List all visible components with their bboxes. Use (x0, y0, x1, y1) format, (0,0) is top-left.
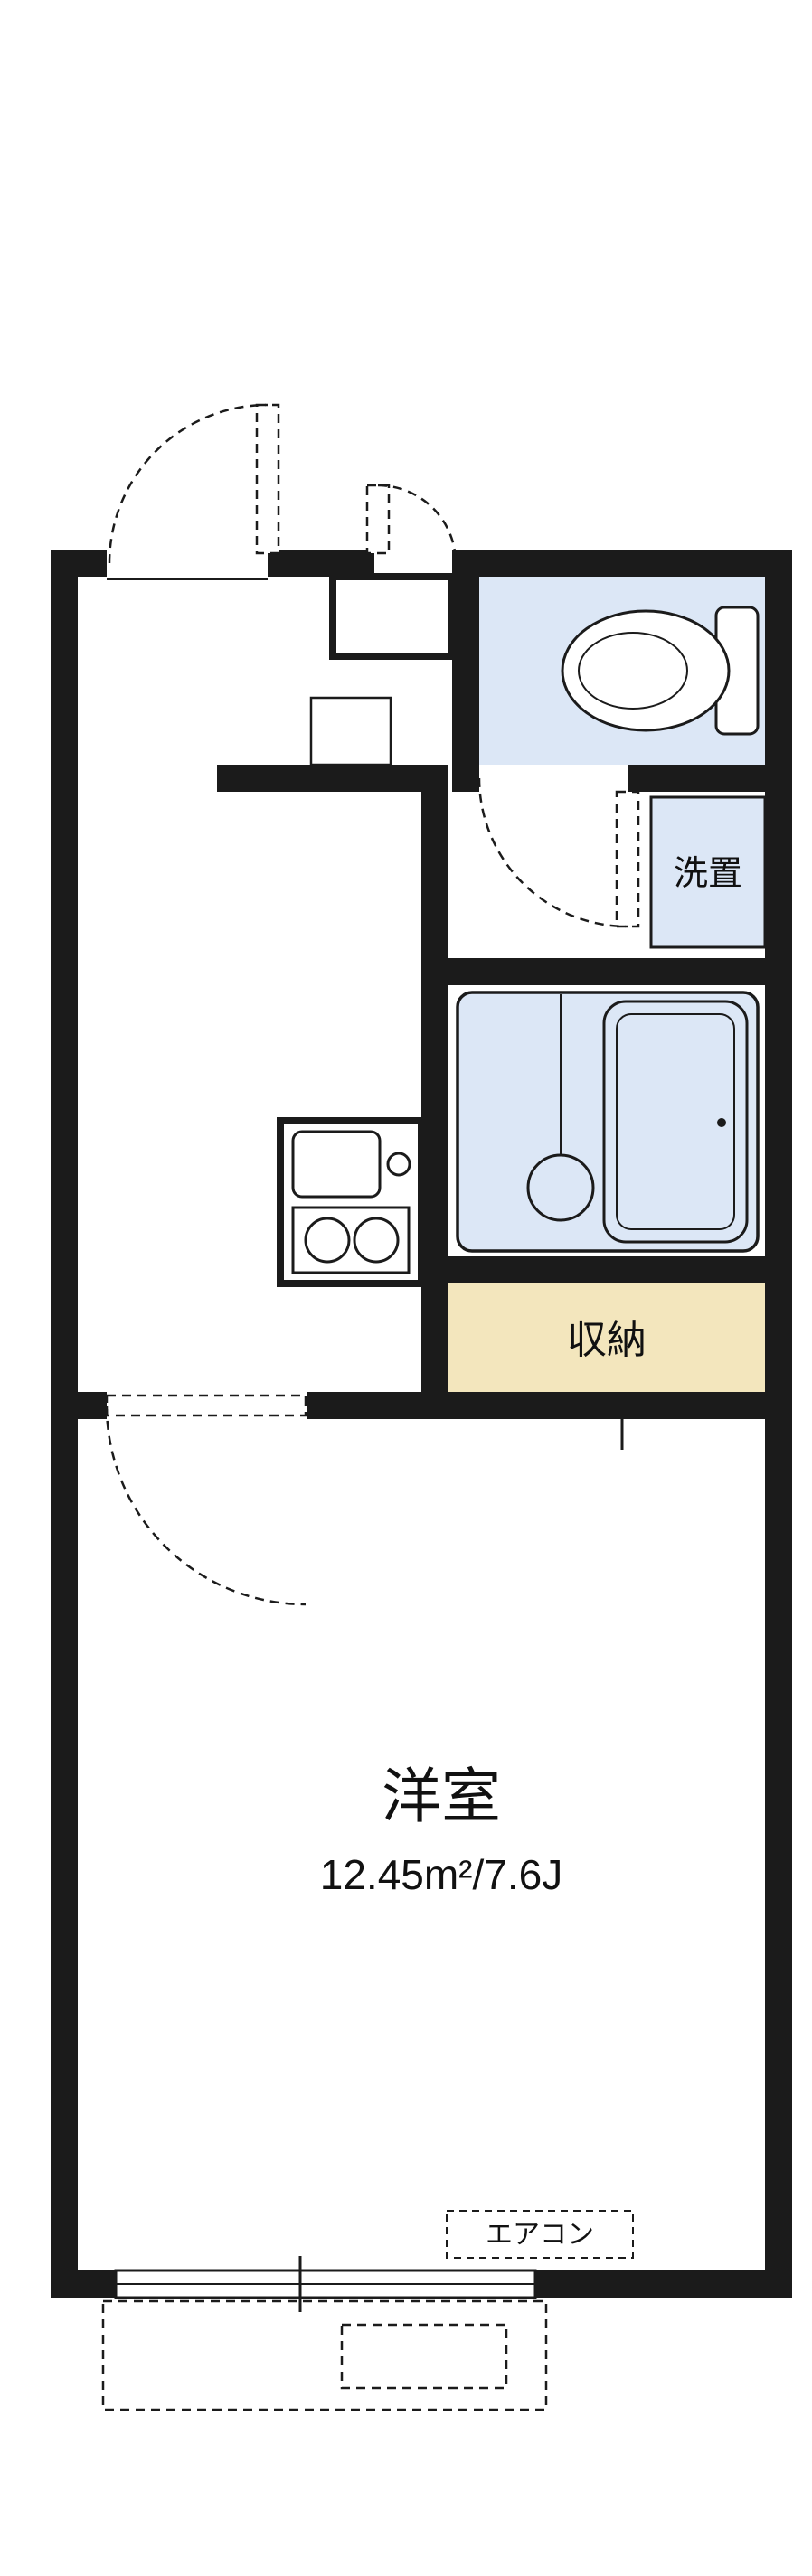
toilet-icon (561, 606, 760, 736)
aircon: エアコン (446, 2210, 634, 2259)
kitchen-unit (277, 1117, 425, 1287)
wall-right (765, 550, 792, 2298)
wall-segment (448, 958, 792, 985)
entrance-door-leaf (255, 403, 280, 555)
entry-tile (309, 696, 392, 766)
second-door-leaf (365, 484, 391, 555)
wall-segment (78, 1392, 107, 1419)
room-door-leaf (105, 1394, 307, 1417)
shoe-cabinet-box (329, 573, 456, 660)
balcony-outline (101, 2299, 548, 2411)
kitchen-faucet-icon (386, 1152, 411, 1177)
washer-space-box (649, 795, 767, 949)
washroom-door-leaf (615, 790, 640, 928)
washroom-door-swing (477, 777, 628, 928)
wall-segment (268, 550, 374, 577)
stove-burner-icon (304, 1217, 351, 1264)
washer-label: 洗置 (674, 855, 742, 893)
aircon-label: エアコン (486, 2220, 594, 2250)
window-bottom (114, 2256, 537, 2312)
stove-outline (291, 1206, 411, 1274)
bathtub-icon (602, 1000, 749, 1244)
storage-label: 収納 (567, 1318, 647, 1362)
bathtub-drain-icon (717, 1118, 726, 1127)
wall-segment (421, 765, 448, 1392)
stove-burner-icon (353, 1217, 400, 1264)
wall-segment (452, 550, 479, 792)
room-door-swing (105, 1405, 307, 1606)
wall-segment (51, 2270, 116, 2298)
bath-washplace-icon (526, 1153, 595, 1222)
entrance-door-swing (108, 403, 269, 564)
wall-segment (307, 1392, 792, 1419)
walls (51, 550, 792, 2298)
door-swings (105, 403, 640, 1606)
wall-left (51, 550, 78, 2298)
storage-room-fill (448, 1283, 765, 1392)
balcony-step-outline (340, 2323, 508, 2390)
second-door-swing (377, 484, 458, 564)
kitchen-sink-icon (291, 1130, 382, 1199)
bath-unit (456, 991, 760, 1253)
wall-segment (535, 2270, 792, 2298)
aircon-box (446, 2210, 634, 2259)
toilet-bowl-inner (578, 632, 688, 710)
toilet-bowl (561, 609, 731, 732)
bath-unit-outline (456, 991, 760, 1253)
kitchen-counter-outline (277, 1117, 425, 1287)
wall-segment (463, 550, 792, 577)
main-room-label: 洋室 (382, 1763, 501, 1829)
wall-segment (628, 765, 792, 792)
balcony (101, 2299, 548, 2411)
main-room-area-label: 12.45m²/7.6J (320, 1851, 562, 1898)
wall-segment (217, 765, 421, 792)
wall-segment (448, 1256, 792, 1283)
bathtub-inner-line (616, 1013, 735, 1230)
